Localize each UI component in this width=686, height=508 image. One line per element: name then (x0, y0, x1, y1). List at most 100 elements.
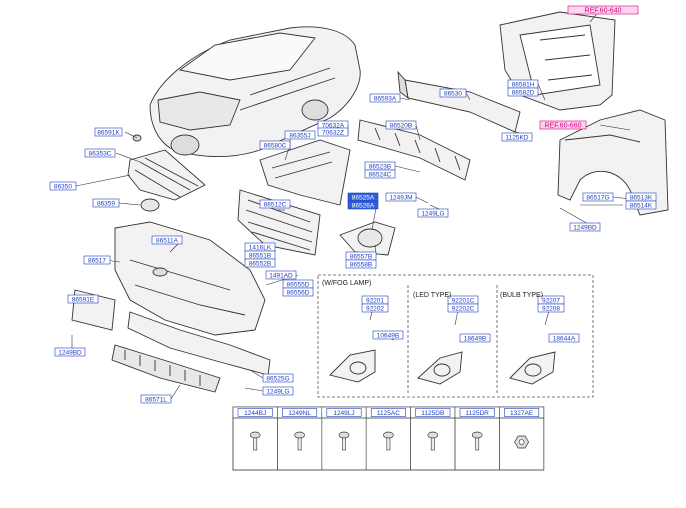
label-box (54, 347, 86, 357)
part-number-label[interactable]: 86517 (83, 255, 111, 265)
bulb-lamp-illustration (509, 351, 556, 385)
part-number-label[interactable]: 86514K (625, 200, 657, 210)
label-box (259, 199, 291, 209)
label-box (447, 303, 479, 313)
part-number-label[interactable]: 86558B (345, 259, 377, 269)
part-number-label[interactable]: 86582D (507, 87, 539, 97)
leader-line (115, 152, 141, 163)
reference-label[interactable]: REF.60-640 (567, 5, 639, 15)
label-text: 86520B (390, 123, 412, 130)
label-text: 86556D (287, 290, 310, 297)
label-box (439, 88, 467, 98)
leader-line (118, 202, 141, 206)
part-number-label[interactable]: 86353C (84, 148, 116, 158)
label-text: 1125KD (505, 135, 528, 142)
part-number-label[interactable]: 86524C (364, 169, 396, 179)
part-number-label[interactable]: 86571L (140, 394, 172, 404)
part-number-label[interactable]: 1125KD (501, 132, 533, 142)
part-number-label[interactable]: 92202C (447, 303, 479, 313)
part-number-label[interactable]: 86511A (151, 235, 183, 245)
fastener-code: 1244BJ (244, 410, 266, 417)
label-text: 1249JM (389, 195, 412, 202)
label-text: 86511A (156, 238, 179, 245)
label-box (385, 120, 417, 130)
label-text: 1249BD (573, 225, 597, 232)
fastener-code: 1125AC (377, 410, 400, 417)
label-text: 86512C (264, 202, 287, 209)
label-text: 10649B (377, 333, 399, 340)
part-number-label[interactable]: 86555D (282, 279, 314, 289)
part-number-label[interactable]: 92201 (361, 295, 389, 305)
part-number-label[interactable]: 1249BD (54, 347, 86, 357)
fastener-code: 1249LJ (333, 410, 354, 417)
label-text: 86523B (369, 164, 391, 171)
label-text: 1249BD (58, 350, 82, 357)
part-number-label[interactable]: 86512C (259, 199, 291, 209)
part-number-label[interactable]: 86591K (94, 127, 123, 137)
label-box (347, 200, 379, 210)
fastener-cell[interactable]: 1125AC (365, 406, 411, 471)
part-number-label[interactable]: 86526A (347, 200, 379, 210)
label-text: 92207 (542, 298, 560, 305)
label-text: 86513K (630, 195, 653, 202)
leader-line (559, 207, 591, 226)
label-box (49, 181, 77, 191)
label-text: REF.60-660 (545, 123, 582, 130)
part-number-label[interactable]: 18649B (459, 333, 491, 343)
part-number-label[interactable]: 1249JM (385, 192, 417, 202)
part-number-label[interactable]: 86591E (67, 294, 99, 304)
part-number-label[interactable]: 92208 (537, 303, 565, 313)
part-number-label[interactable]: 86552B (244, 258, 276, 268)
part-number-label[interactable]: 86593A (369, 93, 401, 103)
label-text: 86557B (350, 254, 372, 261)
part-number-label[interactable]: 86551B (244, 250, 276, 260)
part-number-label[interactable]: 86580C (259, 140, 291, 150)
label-text: 92202C (452, 306, 475, 313)
part-number-label[interactable]: 1249LG (417, 208, 449, 218)
part-number-label[interactable]: 86530 (439, 88, 467, 98)
part-number-label[interactable]: 1249LG (262, 386, 294, 396)
label-text: 86555D (287, 282, 310, 289)
nut-icon (514, 435, 530, 449)
part-number-label[interactable]: 1416LK (244, 242, 276, 252)
label-box (501, 132, 533, 142)
fastener-cell[interactable]: 1125DB (410, 406, 456, 471)
part-number-label[interactable]: 70632Z (317, 127, 349, 137)
part-number-label[interactable]: 86355J (284, 130, 316, 140)
label-text: 92202 (366, 306, 384, 313)
fastener-code: 1249NL (288, 410, 311, 417)
fastener-cell[interactable]: 1125DR (454, 406, 500, 471)
part-number-label[interactable]: 86525A (347, 192, 379, 202)
fastener-cell[interactable]: 1327AE (499, 406, 545, 471)
label-text: 86359 (97, 201, 115, 208)
part-number-label[interactable]: 86359 (92, 198, 120, 208)
reference-label[interactable]: REF.60-660 (539, 120, 587, 130)
label-text: 86350 (54, 184, 72, 191)
label-box (265, 270, 297, 280)
label-box (507, 87, 539, 97)
part-number-label[interactable]: 10649B (372, 330, 404, 340)
part-number-label[interactable]: 86513K (625, 192, 657, 202)
part-number-label[interactable]: 1491AD (265, 270, 297, 280)
label-text: 86514K (630, 203, 653, 210)
label-text: 86517 (88, 258, 106, 265)
part-number-label[interactable]: 86350 (49, 181, 77, 191)
part-number-label[interactable]: 92201C (447, 295, 479, 305)
part-number-label[interactable]: 92202 (361, 303, 389, 313)
part-number-label[interactable]: 18644A (548, 333, 580, 343)
part-number-label[interactable]: 86525G (262, 373, 294, 383)
part-number-label[interactable]: 1249BD (569, 222, 601, 232)
section-title-bulb: (BULB TYPE) (500, 292, 543, 299)
part-number-label[interactable]: 86557B (345, 251, 377, 261)
part-number-label[interactable]: 86517G (582, 192, 614, 202)
section-title-led: (LED TYPE) (413, 292, 451, 299)
screw-icon (249, 431, 261, 451)
part-number-label[interactable]: 86523B (364, 161, 396, 171)
label-box (372, 330, 404, 340)
part-number-label[interactable]: 86581H (507, 79, 539, 89)
label-box (582, 192, 614, 202)
part-number-label[interactable]: 86556D (282, 287, 314, 297)
part-number-label[interactable]: 86520B (385, 120, 417, 130)
label-text: 86581H (512, 82, 535, 89)
